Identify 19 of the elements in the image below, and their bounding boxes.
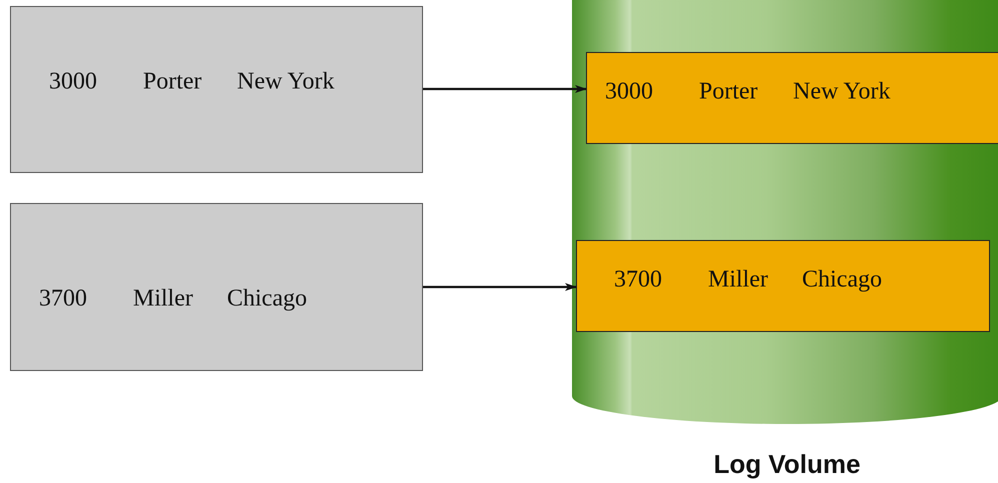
record-box (10, 6, 423, 173)
field-text: 3700 (39, 286, 87, 312)
record-box (10, 203, 423, 371)
arrow (423, 283, 577, 291)
log-record-box (576, 240, 990, 332)
field-text: New York (793, 78, 890, 106)
cylinder-label: Log Volume (712, 449, 862, 480)
field-text: Chicago (227, 286, 307, 312)
field-text: Miller (133, 286, 193, 312)
field-text: 3000 (605, 78, 653, 106)
field-text: 3000 (49, 68, 97, 96)
field-text: Porter (699, 78, 758, 106)
log-record-box (586, 52, 998, 144)
field-text: 3700 (614, 266, 662, 294)
field-text: Chicago (802, 266, 882, 294)
field-text: Porter (143, 68, 202, 96)
arrow (423, 85, 587, 93)
field-text: Miller (708, 266, 768, 294)
field-text: New York (237, 68, 334, 96)
